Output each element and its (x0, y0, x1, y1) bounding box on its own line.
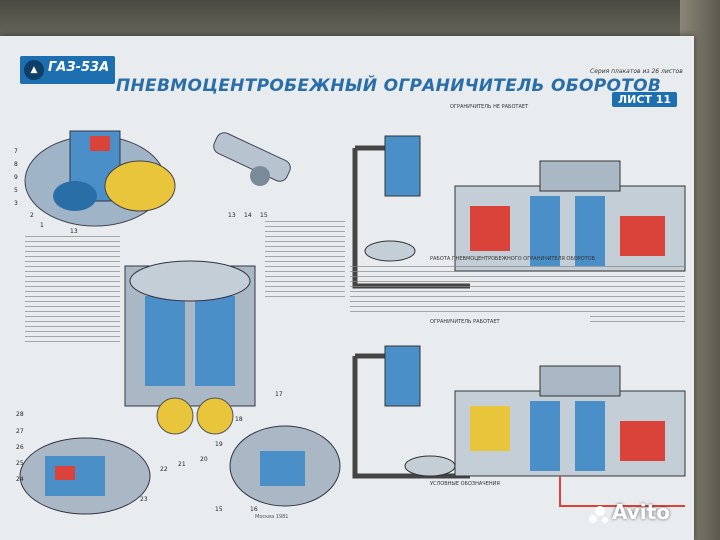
schematic-bottom (352, 345, 686, 507)
carburetor-bottom-left (19, 437, 151, 515)
callout: 21 (178, 461, 186, 468)
model-label: ГАЗ-53А (48, 60, 110, 75)
part-detail (213, 132, 291, 186)
callout: 27 (16, 428, 24, 435)
watermark-text: Avito (612, 500, 670, 524)
callout: 28 (16, 411, 24, 418)
text-block-mid (265, 221, 345, 301)
caption-operation: РАБОТА ПНЕВМОЦЕНТРОБЕЖНОГО ОГРАНИЧИТЕЛЯ … (430, 256, 596, 262)
callout: 13 (70, 228, 78, 235)
model-header: ▲ ГАЗ-53А (20, 56, 115, 84)
callout: 9 (14, 174, 18, 181)
poster-title: ПНЕВМОЦЕНТРОБЕЖНЫЙ ОГРАНИЧИТЕЛЬ ОБОРОТОВ (116, 76, 662, 96)
callout: 1 (40, 222, 44, 229)
callout: 25 (16, 460, 24, 467)
callout: 23 (140, 496, 148, 503)
callout: 8 (14, 161, 18, 168)
gaz-logo-icon: ▲ (24, 60, 44, 80)
callout: 3 (14, 200, 18, 207)
publisher-note: Москва 1981 (255, 514, 289, 520)
series-note: Серия плакатов из 26 листов (590, 68, 683, 75)
sheet-number: ЛИСТ 11 (612, 92, 678, 107)
callout: 15 (215, 506, 223, 513)
cutaway-top-left (24, 130, 176, 227)
callout: 22 (160, 466, 168, 473)
callout: 2 (30, 212, 34, 219)
caption-limiter-on: ОГРАНИЧИТЕЛЬ РАБОТАЕТ (430, 319, 500, 325)
callout: 24 (16, 476, 24, 483)
diagram-illustrations (19, 130, 686, 515)
text-block-left (25, 236, 120, 346)
callout: 18 (235, 416, 243, 423)
callout: 20 (200, 456, 208, 463)
callout: 13 (228, 212, 236, 219)
text-block-center (350, 266, 590, 316)
callout: 26 (16, 444, 24, 451)
carburetor-main (124, 260, 256, 435)
callout: 7 (14, 148, 18, 155)
poster: ▲ ГАЗ-53А ПНЕВМОЦЕНТРОБЕЖНЫЙ ОГРАНИЧИТЕЛ… (0, 36, 694, 540)
callout: 16 (250, 506, 258, 513)
legend-title: УСЛОВНЫЕ ОБОЗНАЧЕНИЯ (430, 481, 500, 487)
avito-logo-icon (589, 506, 608, 523)
text-block-right (590, 266, 685, 326)
callout: 15 (260, 212, 268, 219)
caption-limiter-off: ОГРАНИЧИТЕЛЬ НЕ РАБОТАЕТ (450, 104, 529, 110)
callout: 14 (244, 212, 252, 219)
callout: 5 (14, 187, 18, 194)
carburetor-bottom-right (229, 425, 341, 507)
callout: 17 (275, 391, 283, 398)
schematic-top (352, 135, 686, 289)
callout: 19 (215, 441, 223, 448)
